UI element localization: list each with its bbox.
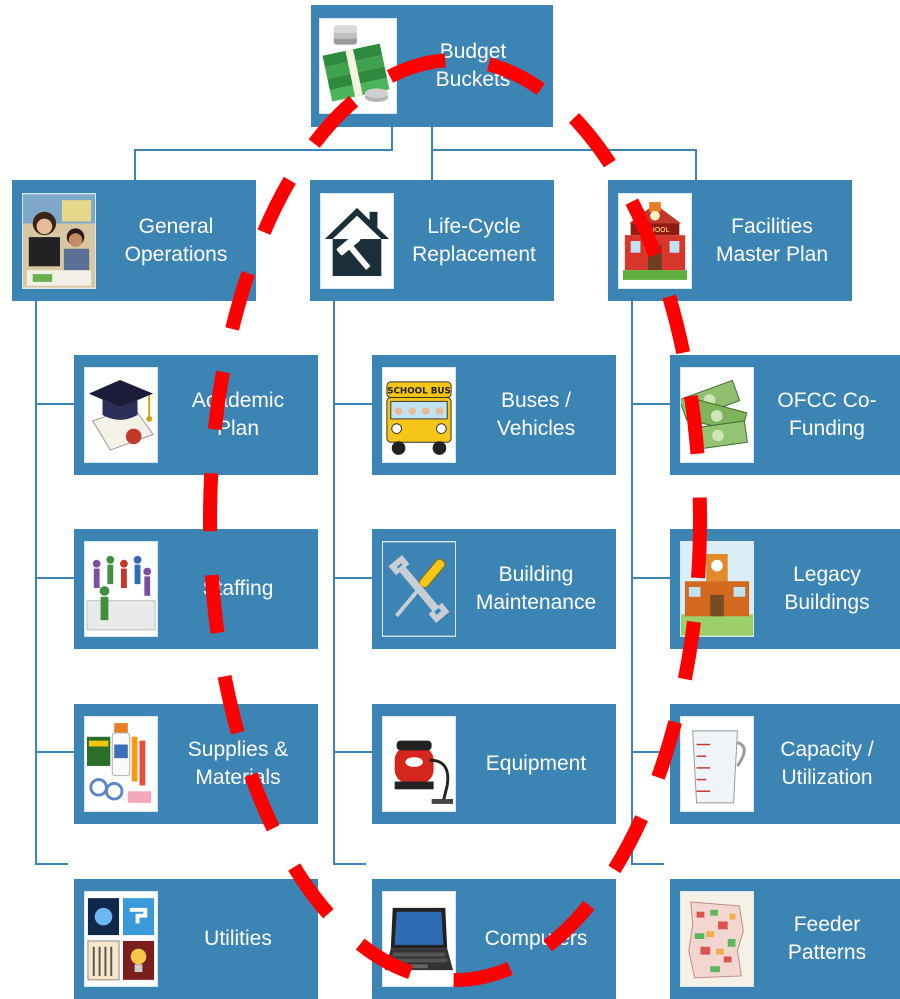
node-capacity-utilization: Capacity / Utilization <box>670 704 900 824</box>
puzzle-people-icon <box>84 541 158 637</box>
node-label: Academic Plan <box>191 389 285 440</box>
node-label: Equipment <box>485 752 587 775</box>
svg-text:SCHOOL: SCHOOL <box>641 226 670 234</box>
node-building-maintenance: Building Maintenance <box>372 529 616 649</box>
svg-text:SCHOOL BUS: SCHOOL BUS <box>387 387 451 397</box>
house-hammer-icon <box>320 192 394 289</box>
school-building-icon <box>680 541 754 637</box>
node-academic-plan: Academic Plan <box>74 355 318 475</box>
node-buses-vehicles: SCHOOL BUS Buses / Vehicles <box>372 355 616 475</box>
node-staffing: Staffing <box>74 529 318 649</box>
branch-label: Life-Cycle Replacement <box>412 214 536 266</box>
branch-life-cycle-replacement: Life-Cycle Replacement <box>310 180 554 301</box>
node-label: OFCC Co- Funding <box>777 389 877 440</box>
node-label: Feeder Patterns <box>787 913 867 964</box>
measuring-cup-icon <box>680 716 754 812</box>
node-label: Buses / Vehicles <box>496 389 576 440</box>
node-legacy-buildings: Legacy Buildings <box>670 529 900 649</box>
node-feeder-patterns: Feeder Patterns <box>670 879 900 999</box>
node-supplies-materials: Supplies & Materials <box>74 704 318 824</box>
branch-general-operations: General Operations <box>12 180 256 301</box>
node-label: Capacity / Utilization <box>780 738 874 789</box>
school-bus-icon: SCHOOL BUS <box>382 367 456 463</box>
money-stack-icon <box>319 18 397 114</box>
node-ofcc-co-funding: OFCC Co- Funding <box>670 355 900 475</box>
node-label: Building Maintenance <box>475 563 597 614</box>
classroom-photo-icon <box>22 192 96 289</box>
schoolhouse-icon: SCHOOL <box>618 192 692 289</box>
node-computers: Computers <box>372 879 616 999</box>
node-label: Supplies & Materials <box>187 738 289 789</box>
branch-facilities-master-plan: SCHOOL Facilities Master Plan <box>608 180 852 301</box>
node-label: Staffing <box>202 577 274 600</box>
wrench-screwdriver-icon <box>382 541 456 637</box>
branch-label: General Operations <box>124 214 228 266</box>
root-node-budget-buckets: Budget Buckets <box>311 5 553 127</box>
node-equipment: Equipment <box>372 704 616 824</box>
map-icon <box>680 891 754 987</box>
graduation-cap-icon <box>84 367 158 463</box>
vacuum-cleaner-icon <box>382 716 456 812</box>
branch-label: Facilities Master Plan <box>715 214 829 266</box>
node-label: Utilities <box>204 927 272 950</box>
root-node-label: Budget Buckets <box>435 40 511 91</box>
node-utilities: Utilities <box>74 879 318 999</box>
cash-pile-icon <box>680 367 754 463</box>
school-supplies-icon <box>84 716 158 812</box>
laptop-icon <box>382 891 456 987</box>
node-label: Computers <box>484 927 588 950</box>
utilities-icon <box>84 891 158 987</box>
node-label: Legacy Buildings <box>784 563 870 614</box>
